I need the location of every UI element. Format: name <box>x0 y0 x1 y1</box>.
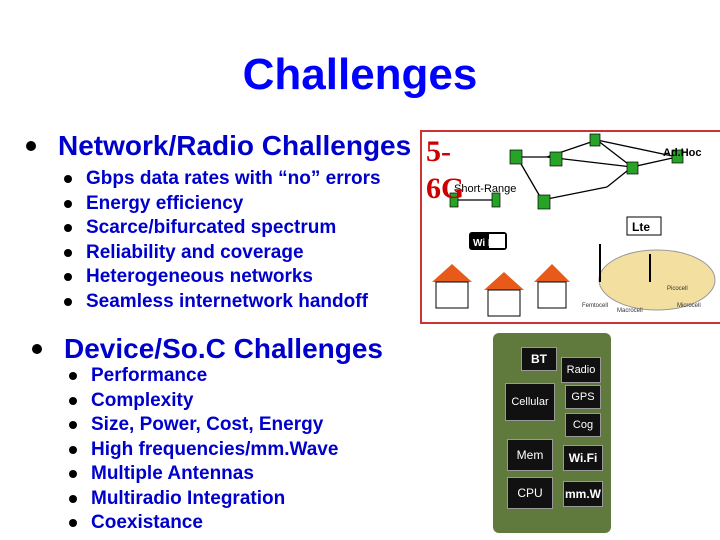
wifi-badge-box <box>489 234 505 248</box>
slide-title: Challenges <box>242 50 478 99</box>
list-item: Coexistance <box>69 511 338 536</box>
list-item: Performance <box>69 364 338 389</box>
list-item: Reliability and coverage <box>64 241 381 266</box>
list-item-text: High frequencies/mm.Wave <box>91 438 339 460</box>
list-item-text: Multiple Antennas <box>91 463 254 484</box>
list-item: Seamless internetwork handoff <box>64 290 381 315</box>
lte-logo <box>626 216 662 236</box>
cell-label: Picocell <box>667 286 688 292</box>
list-item-text: Reliability and coverage <box>86 241 304 263</box>
section-device-heading-text: Device/So.C Challenges <box>64 333 384 364</box>
bullet-icon <box>26 141 36 151</box>
cell-coverage <box>598 249 716 311</box>
chip-radio: Radio <box>561 357 601 383</box>
lte-label: Lte <box>632 220 650 234</box>
list-item-text: Heterogeneous networks <box>86 266 313 287</box>
list-item: Complexity <box>69 389 338 414</box>
network-diagram-svg: Ad.Hoc Short-Range Wi Fi Lte Macrocell M… <box>432 133 716 317</box>
section-network-heading-text: Network/Radio Challenges <box>58 130 412 161</box>
bullet-icon <box>64 175 72 183</box>
chip-wifi: Wi.Fi <box>563 445 603 471</box>
bullet-icon <box>64 248 72 257</box>
bullet-icon <box>69 445 77 454</box>
list-item-text: Scarce/bifurcated spectrum <box>86 217 337 238</box>
list-item: Size, Power, Cost, Energy <box>69 413 338 438</box>
network-challenges-list: Gbps data rates with “no” errors Energy … <box>64 167 381 315</box>
list-item: Gbps data rates with “no” errors <box>64 167 381 192</box>
bullet-icon <box>69 470 77 478</box>
bullet-icon <box>32 344 42 354</box>
chip-cellular: Cellular <box>505 383 555 421</box>
house-icons <box>432 264 570 317</box>
bullet-icon <box>64 273 72 281</box>
bullet-icon <box>64 297 72 306</box>
list-item-text: Complexity <box>91 389 194 411</box>
list-item: Heterogeneous networks <box>64 265 381 290</box>
chip-mem: Mem <box>507 439 553 471</box>
six-g-label: 6G <box>426 172 465 205</box>
list-item-text: Multiradio Integration <box>91 487 286 509</box>
list-item: High frequencies/mm.Wave <box>69 438 339 463</box>
list-item-text: Gbps data rates with “no” errors <box>86 168 381 189</box>
chip-cpu: CPU <box>507 477 553 509</box>
five-g-label: 5- <box>426 135 451 168</box>
cell-label: Femtocell <box>582 303 608 309</box>
chip-mmw: mm.W <box>563 481 603 507</box>
wifi-label: Wi Fi <box>473 238 497 249</box>
section-network-heading: Network/Radio Challenges <box>26 130 412 162</box>
bullet-icon <box>69 372 77 380</box>
bullet-icon <box>69 494 77 503</box>
list-item-text: Energy efficiency <box>86 192 244 214</box>
network-illustration: Ad.Hoc Short-Range Wi Fi Lte Macrocell M… <box>420 130 720 324</box>
list-item: Multiradio Integration <box>69 487 338 512</box>
list-item: Scarce/bifurcated spectrum <box>64 216 381 241</box>
list-item-text: Coexistance <box>91 512 203 533</box>
cell-label: Macrocell <box>617 308 643 314</box>
list-item-text: Performance <box>91 365 208 386</box>
list-item: Multiple Antennas <box>69 462 338 487</box>
list-item-text: Seamless internetwork handoff <box>86 290 368 312</box>
list-item: Energy efficiency <box>64 192 381 217</box>
list-item-text: Size, Power, Cost, Energy <box>91 414 324 435</box>
device-challenges-list: Performance Complexity Size, Power, Cost… <box>69 364 339 536</box>
section-device-heading: Device/So.C Challenges <box>32 333 384 365</box>
bullet-icon <box>69 519 77 527</box>
adhoc-label: Ad.Hoc <box>663 147 702 159</box>
short-range-label: Short-Range <box>454 183 516 195</box>
chip-gps: GPS <box>565 385 601 409</box>
bullet-icon <box>69 421 77 429</box>
cell-label: Microcell <box>677 303 701 309</box>
soc-board-illustration: BT Radio Cellular GPS Cog Mem Wi.Fi CPU … <box>493 333 611 533</box>
chip-cog: Cog <box>565 413 601 437</box>
chip-bt: BT <box>521 347 557 371</box>
bullet-icon <box>64 224 72 232</box>
bullet-icon <box>64 199 72 208</box>
bullet-icon <box>69 396 77 405</box>
